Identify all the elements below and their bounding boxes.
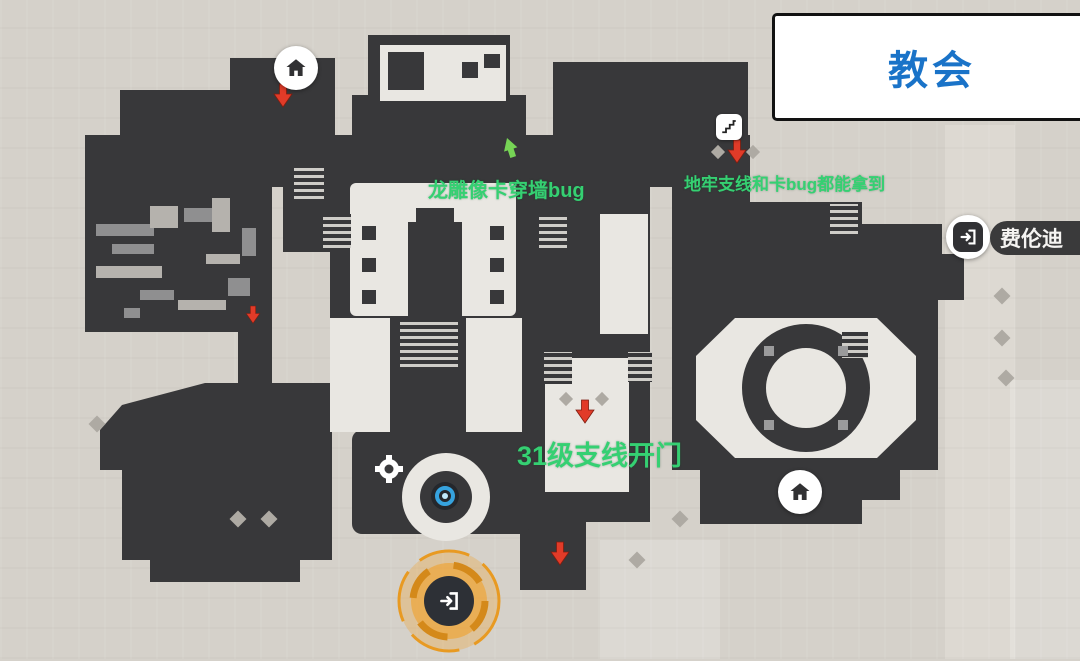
home-icon[interactable]	[778, 470, 822, 514]
annotation-dungeon-bug: 地牢支线和卡bug都能拿到	[684, 175, 886, 194]
annotation-wall-bug: 龙雕像卡穿墙bug	[428, 180, 585, 202]
title-text: 教会	[888, 49, 976, 93]
stairs-icon[interactable]	[716, 114, 742, 140]
map-structures	[362, 52, 870, 523]
exit-door-glyph	[440, 592, 458, 610]
map-clutter	[96, 198, 256, 318]
house-glyph	[286, 59, 306, 76]
home-icon[interactable]	[274, 46, 318, 90]
exit-door-glyph	[953, 222, 983, 252]
red-arrows	[245, 83, 747, 566]
teleport-marker[interactable]	[430, 481, 460, 511]
exit-area-label: 费伦迪	[990, 221, 1080, 255]
map-ring-pads	[764, 346, 848, 430]
annotation-title-box: 教会	[772, 13, 1080, 121]
green-arrow-up	[504, 138, 518, 158]
annotation-quest-door: 31级支线开门	[517, 441, 683, 471]
player-marker[interactable]	[394, 546, 504, 656]
exit-icon[interactable]	[946, 215, 990, 259]
red-arrow-down	[727, 139, 747, 164]
gear-marker[interactable]	[374, 454, 404, 484]
map-stairs	[294, 168, 868, 384]
red-arrow-down	[575, 399, 595, 424]
red-arrow-down	[550, 541, 570, 566]
stairs-glyph	[722, 120, 736, 134]
red-arrow-down	[245, 305, 261, 324]
house-glyph	[790, 483, 810, 500]
map-diamonds	[88, 144, 1015, 569]
